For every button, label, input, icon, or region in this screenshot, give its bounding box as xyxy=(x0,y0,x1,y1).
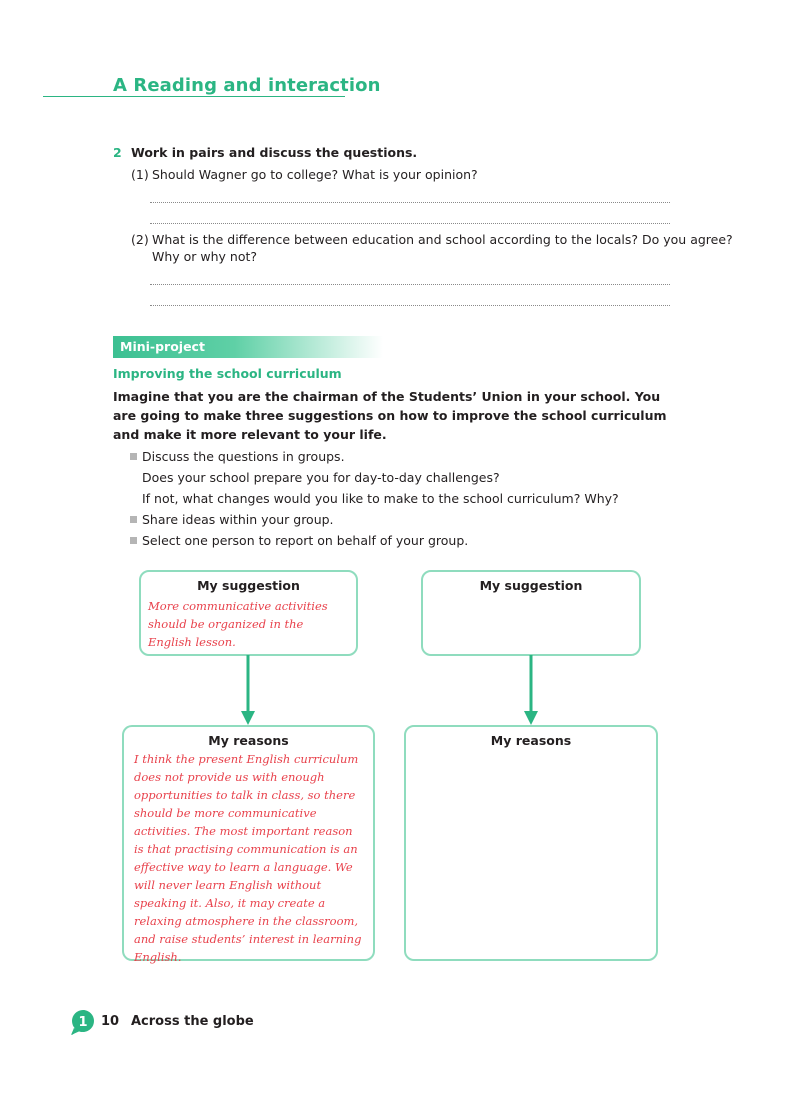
bullet-square-icon xyxy=(130,516,137,523)
suggestion-title: My suggestion xyxy=(479,578,583,593)
answer-line[interactable] xyxy=(150,305,670,306)
mini-project-banner xyxy=(113,336,383,358)
reasons-box-left: My reasons I think the present English c… xyxy=(122,725,375,964)
suggestion-box-left: My suggestion More communicative activit… xyxy=(139,570,358,656)
reasons-title: My reasons xyxy=(490,733,572,748)
discuss-line: If not, what changes would you like to m… xyxy=(142,491,619,506)
section-title: A Reading and interaction xyxy=(113,75,381,96)
down-arrow-icon xyxy=(241,655,255,725)
question-1-text: Should Wagner go to college? What is you… xyxy=(152,167,478,182)
discuss-line: Does your school prepare you for day-to-… xyxy=(142,470,500,485)
section-rule xyxy=(43,96,345,97)
question-2-line1: What is the difference between education… xyxy=(152,232,733,247)
unit-number: 1 xyxy=(78,1015,87,1030)
question-2-line2: Why or why not? xyxy=(152,249,258,264)
suggestion-title: My suggestion xyxy=(197,578,300,593)
mini-project-subtitle: Improving the school curriculum xyxy=(113,366,342,381)
question-2-label: (2) xyxy=(131,232,149,247)
answer-line[interactable] xyxy=(150,223,670,224)
suggestion-box-right[interactable]: My suggestion xyxy=(421,570,641,656)
reasons-answer: I think the present English curriculum d… xyxy=(134,752,362,964)
reasons-box-right[interactable]: My reasons xyxy=(404,725,658,961)
mini-project-label: Mini-project xyxy=(120,339,205,354)
answer-line[interactable] xyxy=(150,202,670,203)
down-arrow-icon xyxy=(524,655,538,725)
suggestion-answer: More communicative activities should be … xyxy=(148,599,328,649)
page-number: 10 xyxy=(101,1014,120,1029)
answer-line[interactable] xyxy=(150,284,670,285)
bullet-item: Discuss the questions in groups. xyxy=(142,449,345,464)
bullet-square-icon xyxy=(130,453,137,460)
unit-title: Across the globe xyxy=(131,1014,254,1029)
mini-project-task: Imagine that you are the chairman of the… xyxy=(113,389,667,442)
question-1-label: (1) xyxy=(131,167,149,182)
bullet-square-icon xyxy=(130,537,137,544)
exercise-heading: Work in pairs and discuss the questions. xyxy=(131,145,418,160)
bullet-item: Select one person to report on behalf of… xyxy=(142,533,469,548)
unit-badge-icon: 1 xyxy=(71,1010,94,1035)
exercise-number: 2 xyxy=(113,145,122,160)
bullet-item: Share ideas within your group. xyxy=(142,512,334,527)
reasons-title: My reasons xyxy=(208,733,289,748)
